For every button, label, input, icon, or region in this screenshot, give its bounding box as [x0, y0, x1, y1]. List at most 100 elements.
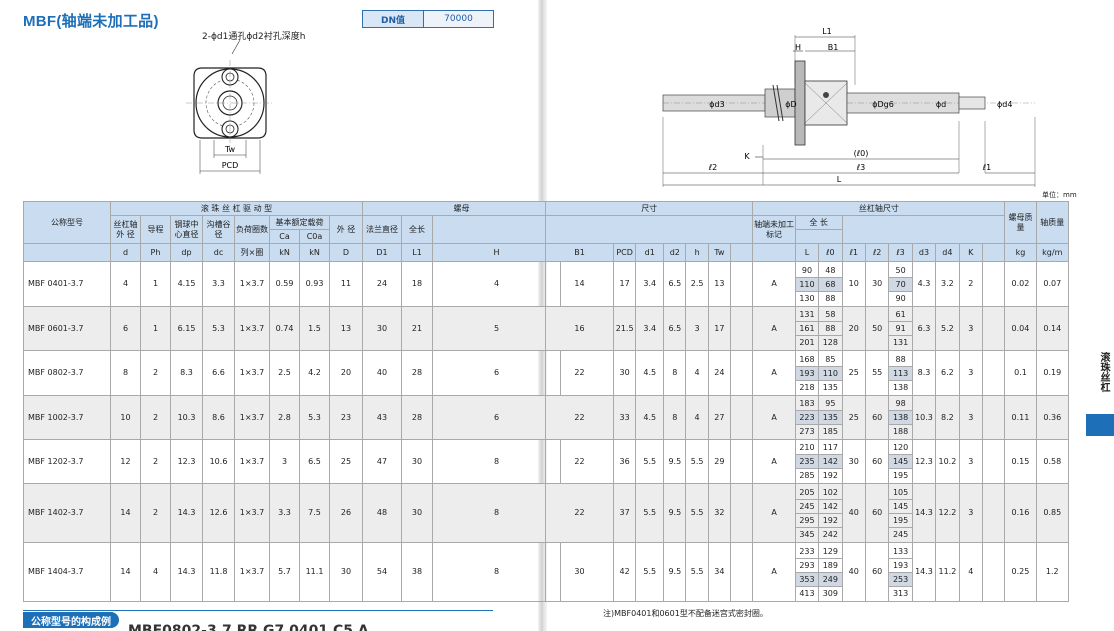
cell-tw: 17 — [707, 306, 732, 351]
cell-l3-value: 90 — [889, 290, 912, 305]
cell-l2: 60 — [864, 439, 890, 484]
cell-d: 4 — [110, 261, 141, 307]
cell-ph: 1 — [140, 306, 171, 351]
cell-dp: 14.3 — [170, 483, 203, 543]
cell-d3: 12.3 — [911, 439, 937, 484]
cell-blank — [981, 483, 1006, 543]
cell-kgm: 0.07 — [1035, 261, 1070, 307]
cell-model: MBF 1402-3.7 — [23, 483, 111, 543]
cell-b1: 22 — [545, 439, 614, 484]
cell-c0a: 11.1 — [299, 542, 330, 602]
cell-d: 14 — [110, 483, 141, 543]
cell-l-value: 131 — [799, 310, 815, 319]
cell-d3: 10.3 — [911, 395, 937, 440]
cell-l-value: 110 — [796, 276, 818, 291]
cell-l-value: 218 — [796, 379, 818, 394]
cell-h: 3 — [685, 306, 709, 351]
cell-l1: 25 — [841, 395, 866, 440]
section-divider — [23, 610, 493, 611]
cell-l-value: 413 — [796, 585, 818, 600]
cell-l2: 60 — [864, 483, 890, 543]
cell-l-value: 223 — [796, 410, 818, 424]
cell-l-value: 130 — [796, 290, 818, 305]
cell-blank — [730, 350, 754, 396]
hdr-H-blank — [432, 215, 562, 244]
cell-l0-value: 68 — [819, 276, 842, 291]
cell-l-value: 168 — [799, 354, 815, 364]
sym-l2: ℓ2 — [864, 243, 890, 262]
cell-l3-value: 70 — [889, 276, 912, 291]
cell-l-value: 353 — [796, 571, 818, 586]
cell-dc: 8.6 — [202, 395, 235, 440]
cell-c0a: 0.93 — [299, 261, 330, 307]
cell-ca: 5.7 — [269, 542, 300, 602]
cell-tw: 27 — [707, 395, 732, 440]
cell-kgm: 0.58 — [1035, 439, 1070, 484]
cell-ph: 2 — [140, 439, 171, 484]
dim-l1-top: L1 — [822, 27, 832, 36]
cell-h: 5 — [432, 306, 562, 351]
hdr-sym-blank — [23, 243, 111, 262]
tw-label: Tw — [224, 145, 236, 154]
cell-d1: 40 — [362, 350, 403, 396]
cell-dp: 4.15 — [170, 261, 203, 307]
hdr-group-nut: 螺母 — [362, 201, 562, 216]
cell-blank — [730, 261, 754, 307]
cell-l3-value: 113 — [889, 365, 912, 380]
cell-l0-value: 88 — [819, 290, 842, 305]
cell-b1: 14 — [545, 261, 614, 307]
cell-kg: 0.04 — [1004, 306, 1037, 351]
sym-kgm: kg/m — [1035, 243, 1070, 262]
cell-l-value: 273 — [796, 424, 818, 438]
cell-l3-value: 145 — [889, 454, 912, 468]
cell-l3-value: 61 — [895, 310, 906, 319]
cell-c0a: 4.2 — [299, 350, 330, 396]
cell-l0-value: 48 — [825, 265, 836, 275]
cell-turns: 1×3.7 — [234, 542, 270, 602]
cell-pcd: 42 — [612, 542, 637, 602]
cell-k: 3 — [958, 395, 984, 440]
cell-ca: 2.5 — [269, 350, 300, 396]
cell-d2: 8 — [663, 395, 687, 440]
cell-h: 8 — [432, 542, 562, 602]
dim-h: H — [795, 43, 801, 52]
cell-turns: 1×3.7 — [234, 439, 270, 484]
cell-l3-value: 131 — [889, 335, 912, 349]
hdr-ca: Ca — [269, 229, 300, 244]
cell-l1: 28 — [401, 350, 434, 396]
cell-dc: 12.6 — [202, 483, 235, 543]
sym-D1: D1 — [362, 243, 403, 262]
cell-tw: 24 — [707, 350, 732, 396]
dim-d3: ϕd3 — [709, 100, 724, 109]
cell-model: MBF 0401-3.7 — [23, 261, 111, 307]
cell-h: 5.5 — [685, 439, 709, 484]
cell-h: 2.5 — [685, 261, 709, 307]
dn-value: 70000 — [424, 11, 493, 27]
cell-kgm: 1.2 — [1035, 542, 1070, 602]
cell-l-value: 205 — [799, 487, 815, 497]
cell-l3-value: 145 — [889, 498, 912, 513]
cell-l-value: 90 — [801, 265, 813, 275]
sym-blank — [730, 243, 754, 262]
cell-kg: 0.15 — [1004, 439, 1037, 484]
cell-ph: 2 — [140, 483, 171, 543]
cell-k: 3 — [958, 483, 984, 543]
cell-end: A — [752, 542, 796, 602]
sym-dc: dc — [202, 243, 235, 262]
cell-l-value: 183 — [799, 399, 815, 408]
cell-ca: 0.74 — [269, 306, 300, 351]
cell-d2: 8 — [663, 350, 687, 396]
cell-d: 12 — [110, 439, 141, 484]
cell-k: 3 — [958, 306, 984, 351]
cell-d: 14 — [110, 542, 141, 602]
cell-l0-value: 110 — [819, 365, 842, 380]
sym-end-blank — [752, 243, 796, 262]
cell-l3-value: 195 — [889, 512, 912, 527]
cell-c0a: 1.5 — [299, 306, 330, 351]
cell-blank — [730, 439, 754, 484]
